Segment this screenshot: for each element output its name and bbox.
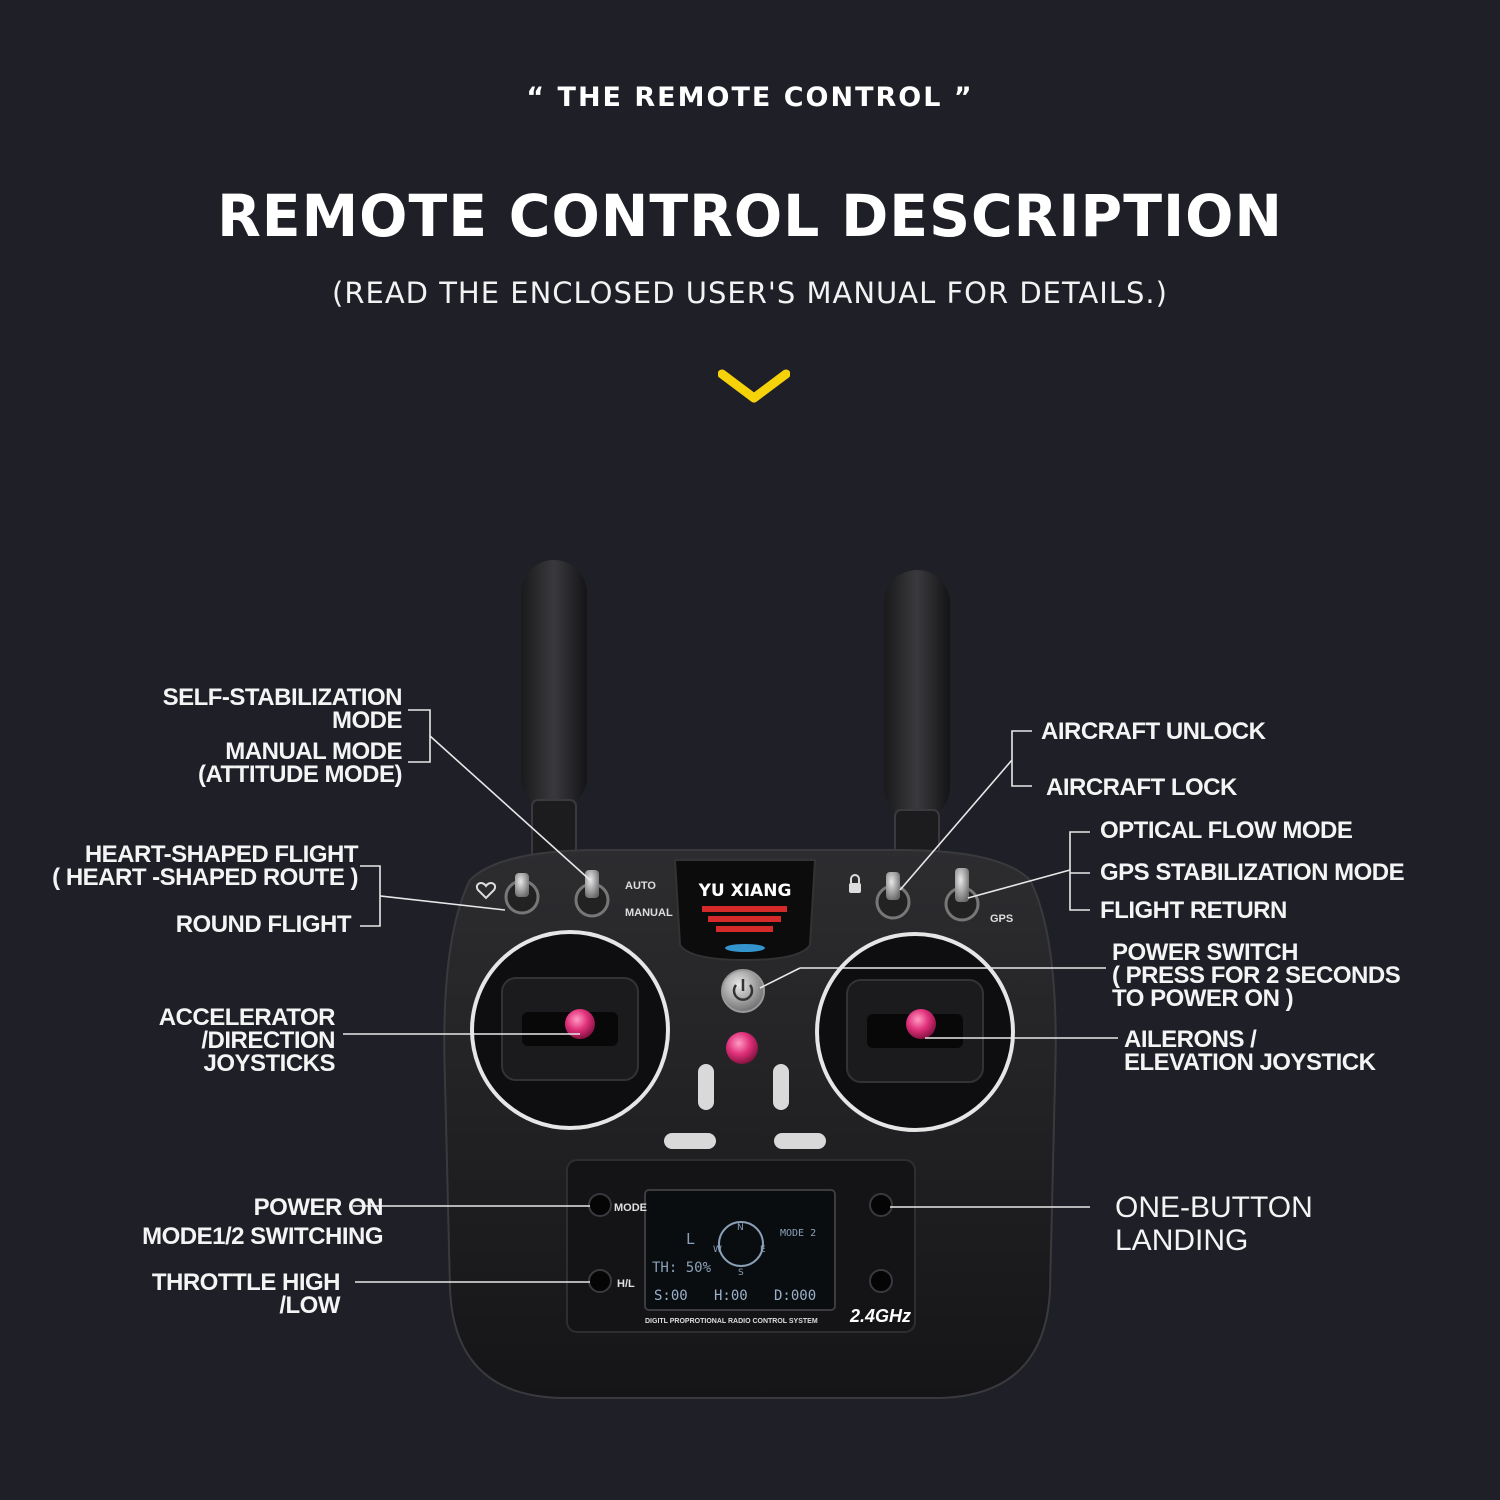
leader-lines xyxy=(343,709,1118,1283)
band-badge: 2.4GHz xyxy=(849,1306,911,1326)
lcd-distance: D:000 xyxy=(774,1288,816,1304)
switch-manual-label: MANUAL xyxy=(625,907,673,919)
hl-button-label: H/L xyxy=(617,1278,635,1290)
mode-button[interactable] xyxy=(588,1193,612,1217)
gps-mark-label: GPS xyxy=(990,913,1013,925)
eyebrow-heading: “ THE REMOTE CONTROL ” xyxy=(526,82,974,113)
label-throttle-line1: THROTTLE HIGH xyxy=(151,1269,341,1296)
brand-wing-logo xyxy=(702,906,787,932)
lcd-compass-w: W xyxy=(713,1245,722,1255)
switch-heart-round[interactable] xyxy=(504,873,540,915)
label-landing-line1: ONE-BUTTON xyxy=(1115,1191,1313,1224)
page-subtitle: (READ THE ENCLOSED USER'S MANUAL FOR DET… xyxy=(332,276,1168,310)
label-manual-mode-line2: (ATTITUDE MODE) xyxy=(197,761,403,788)
label-heart-flight-line2: ( HEART -SHAPED ROUTE ) xyxy=(52,864,358,891)
lcd-compass-n: N xyxy=(737,1223,744,1233)
label-optical-flow-mode: OPTICAL FLOW MODE xyxy=(1100,817,1353,844)
lcd-height: H:00 xyxy=(714,1288,748,1304)
center-trim-button[interactable] xyxy=(726,1032,758,1064)
label-self-stabilization-line2: MODE xyxy=(332,707,403,734)
label-throttle-line2: /LOW xyxy=(279,1292,340,1319)
page-title: REMOTE CONTROL DESCRIPTION xyxy=(217,182,1283,250)
label-ailerons-line2: ELEVATION JOYSTICK xyxy=(1124,1049,1376,1076)
label-landing-line2: LANDING xyxy=(1115,1224,1249,1257)
label-gps-stabilization-mode: GPS STABILIZATION MODE xyxy=(1100,859,1405,886)
right-antenna xyxy=(884,570,950,871)
right-joystick-gimbal[interactable] xyxy=(815,932,1015,1132)
label-power-switch: POWER SWITCH ( PRESS FOR 2 SECONDS TO PO… xyxy=(1112,939,1401,1012)
label-flight-return: FLIGHT RETURN xyxy=(1100,897,1287,924)
switch-auto-label: AUTO xyxy=(625,880,656,892)
lcd-compass xyxy=(718,1221,764,1267)
left-joystick-gimbal[interactable] xyxy=(470,930,670,1130)
left-antenna xyxy=(521,560,587,871)
label-heart-shaped-flight: HEART-SHAPED FLIGHT ( HEART -SHAPED ROUT… xyxy=(52,841,359,891)
trim-buttons[interactable] xyxy=(664,1064,826,1149)
lcd-letter-l: L xyxy=(686,1230,695,1248)
label-accelerator-line2: /DIRECTION xyxy=(201,1027,335,1054)
landing-button[interactable] xyxy=(869,1193,893,1217)
lcd-compass-s: S xyxy=(738,1268,744,1278)
lcd-screen xyxy=(644,1189,836,1311)
label-accelerator-line3: JOYSTICKS xyxy=(203,1050,335,1077)
label-power-on-line2: MODE1/2 SWITCHING xyxy=(142,1223,383,1250)
lock-icon xyxy=(849,874,861,893)
label-self-stabilization: SELF-STABILIZATION MODE xyxy=(162,684,403,734)
label-ailerons-joystick: AILERONS / ELEVATION JOYSTICK xyxy=(1124,1026,1376,1076)
label-aircraft-lock: AIRCRAFT LOCK xyxy=(1046,774,1237,801)
aux-button[interactable] xyxy=(869,1269,893,1293)
heart-icon xyxy=(476,882,496,900)
label-accelerator-line1: ACCELERATOR xyxy=(158,1004,336,1031)
label-manual-mode-line1: MANUAL MODE xyxy=(225,738,402,765)
label-round-flight: ROUND FLIGHT xyxy=(175,911,352,938)
label-accelerator-joysticks: ACCELERATOR /DIRECTION JOYSTICKS xyxy=(158,1004,336,1077)
lcd-mode: MODE 2 xyxy=(780,1228,816,1239)
switch-auto-manual[interactable] xyxy=(574,870,610,918)
system-text: DIGITL PROPROTIONAL RADIO CONTROL SYSTEM xyxy=(645,1318,818,1325)
label-one-button-landing: ONE-BUTTON LANDING xyxy=(1115,1191,1313,1257)
lcd-throttle: TH: 50% xyxy=(652,1260,712,1276)
switch-flight-mode[interactable] xyxy=(944,868,980,922)
switch-lock-unlock[interactable] xyxy=(875,872,911,920)
chevron-down-icon xyxy=(718,369,790,403)
left-joystick-stick[interactable] xyxy=(565,1009,595,1039)
label-power-on-mode-switching: POWER ON MODE1/2 SWITCHING xyxy=(142,1193,383,1251)
status-led xyxy=(725,944,765,952)
mode-button-label: MODE xyxy=(614,1202,647,1214)
right-joystick-stick[interactable] xyxy=(906,1009,936,1039)
label-throttle-high-low: THROTTLE HIGH /LOW xyxy=(151,1269,341,1319)
power-button[interactable] xyxy=(721,969,765,1013)
label-manual-mode: MANUAL MODE (ATTITUDE MODE) xyxy=(197,738,403,788)
label-power-switch-line1: POWER SWITCH xyxy=(1112,939,1299,966)
label-power-on-line1: POWER ON xyxy=(253,1194,384,1221)
label-self-stabilization-line1: SELF-STABILIZATION xyxy=(162,684,403,711)
lcd-compass-e: E xyxy=(760,1245,766,1255)
label-heart-flight-line1: HEART-SHAPED FLIGHT xyxy=(84,841,359,868)
brand-logo-text: YU XIANG xyxy=(698,881,792,901)
lcd-speed: S:00 xyxy=(654,1288,688,1304)
label-power-switch-line3: TO POWER ON ) xyxy=(1112,985,1294,1012)
label-ailerons-line1: AILERONS / xyxy=(1124,1026,1257,1053)
hl-button[interactable] xyxy=(588,1269,612,1293)
label-power-switch-line2: ( PRESS FOR 2 SECONDS xyxy=(1112,962,1401,989)
label-aircraft-unlock: AIRCRAFT UNLOCK xyxy=(1041,718,1266,745)
